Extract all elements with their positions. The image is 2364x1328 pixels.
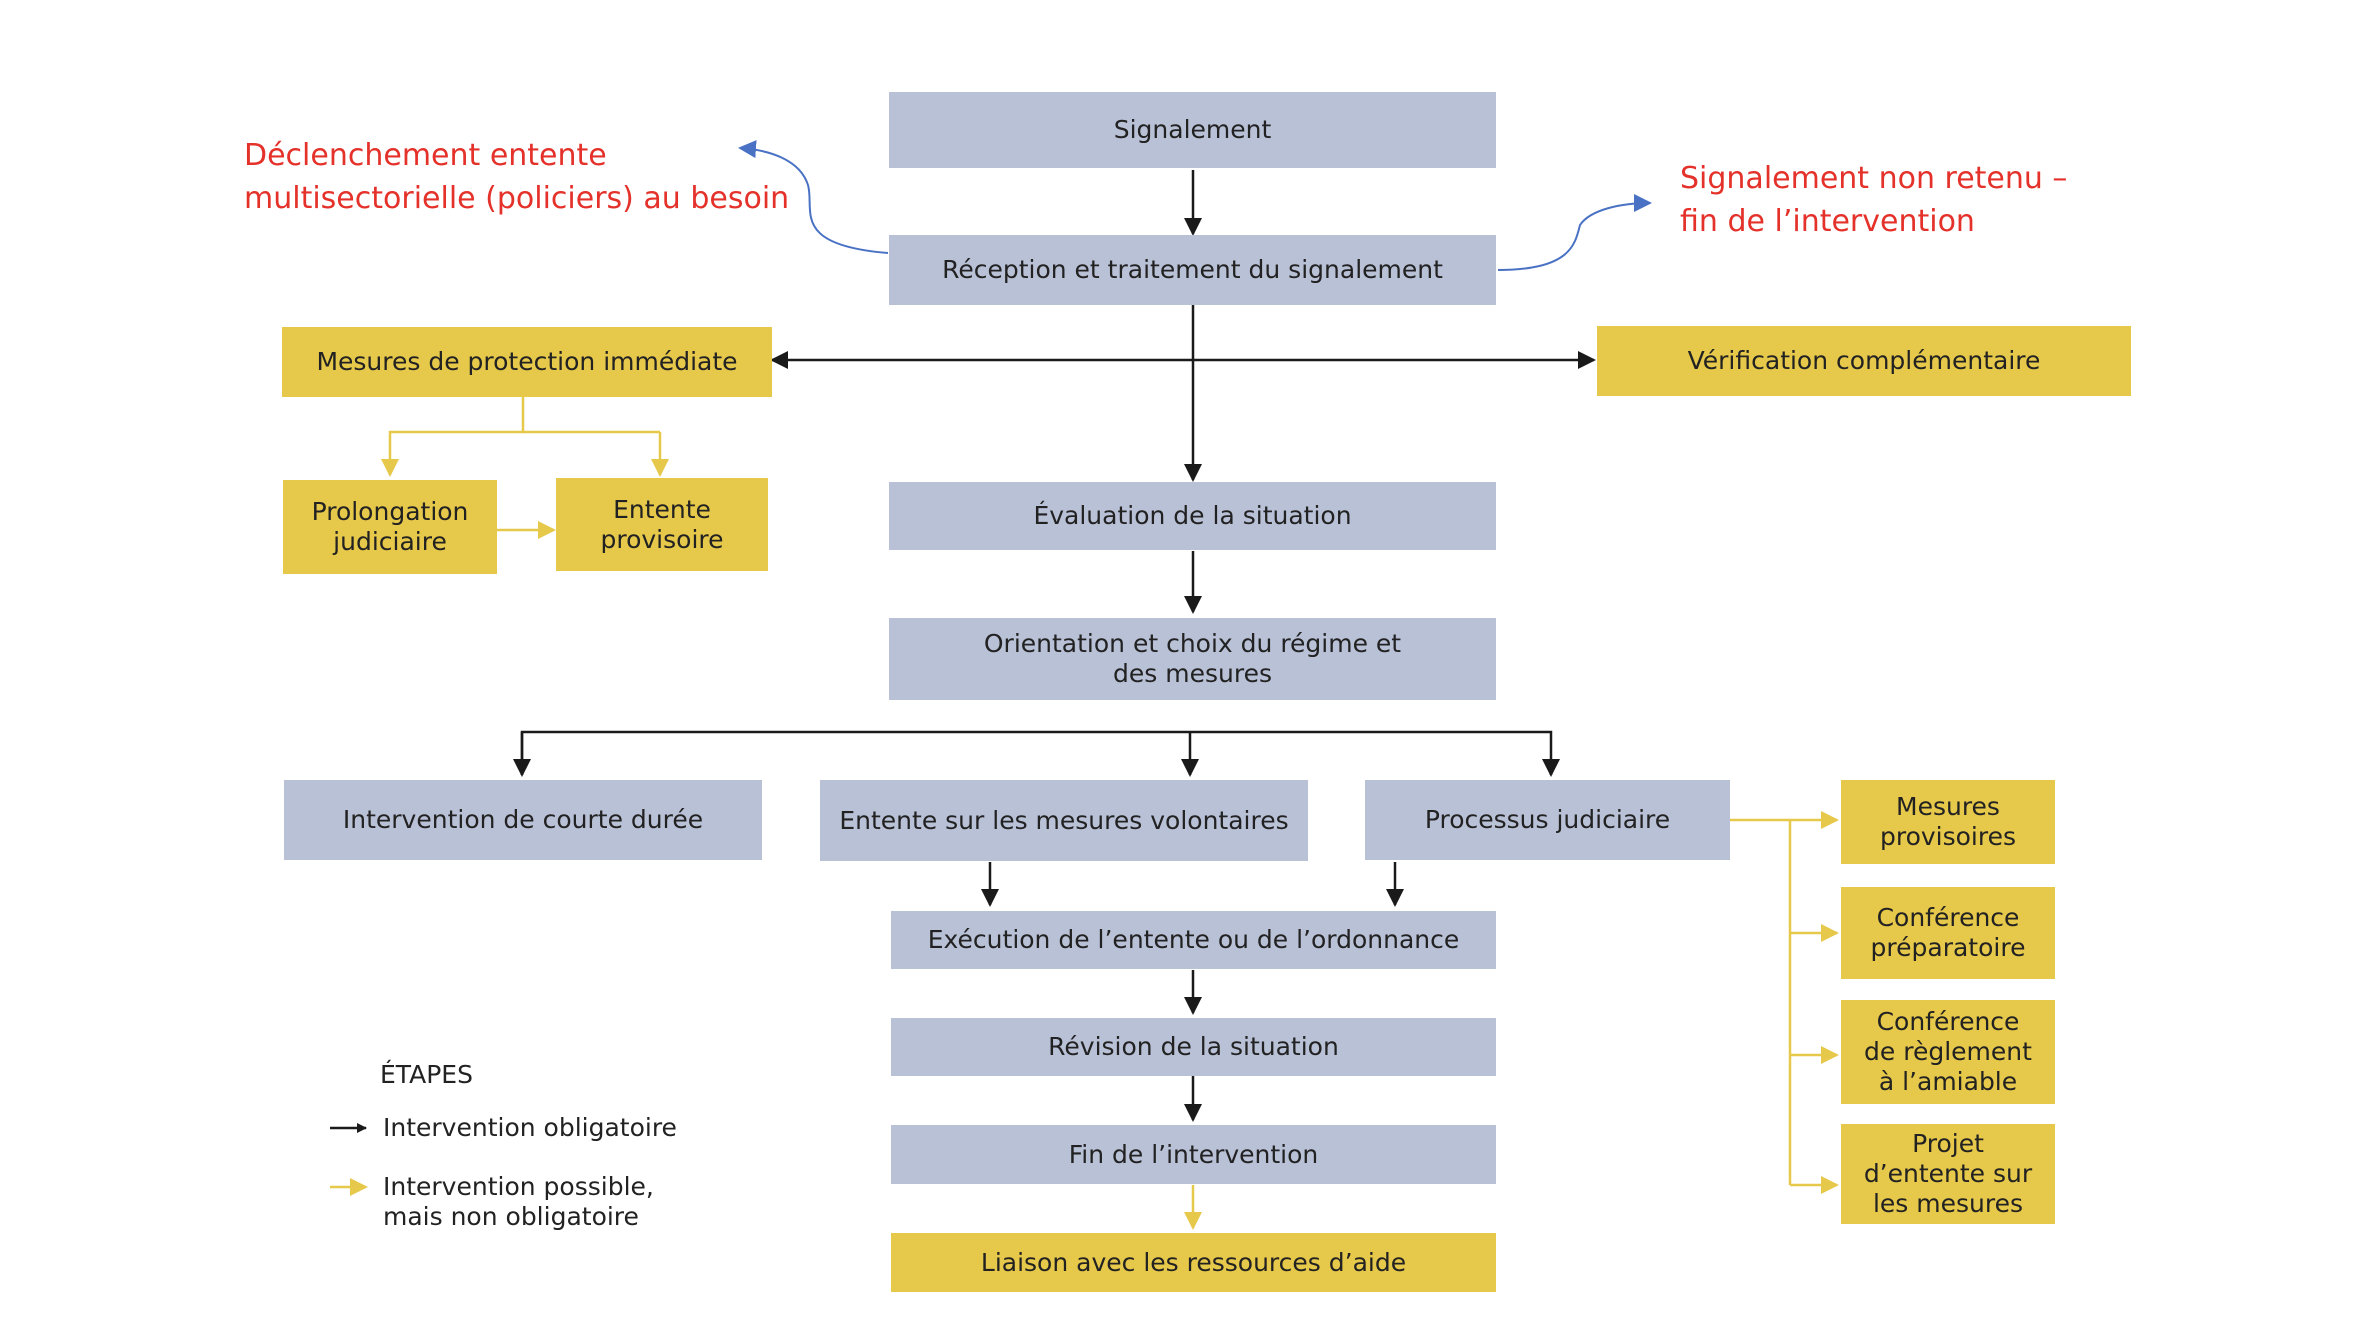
box-courte-duree: Intervention de courte durée [284, 780, 762, 860]
box-projet-entente: Projet d’entente sur les mesures [1841, 1124, 2055, 1224]
box-conference-reglement: Conférence de règlement à l’amiable [1841, 1000, 2055, 1104]
legend-optional-label: Intervention possible, mais non obligato… [383, 1172, 654, 1231]
box-mesures-provisoires: Mesures provisoires [1841, 780, 2055, 864]
box-liaison: Liaison avec les ressources d’aide [891, 1233, 1496, 1292]
box-processus-judiciaire: Processus judiciaire [1365, 780, 1730, 860]
mandatory-arrows [513, 170, 1596, 1122]
box-revision: Révision de la situation [891, 1018, 1496, 1076]
box-entente-volontaires: Entente sur les mesures volontaires [820, 780, 1308, 861]
box-conference-preparatoire: Conférence préparatoire [1841, 887, 2055, 979]
box-fin: Fin de l’intervention [891, 1125, 1496, 1184]
box-evaluation: Évaluation de la situation [889, 482, 1496, 550]
box-entente-provisoire: Entente provisoire [556, 478, 768, 571]
box-orientation: Orientation et choix du régime et des me… [889, 618, 1496, 700]
box-mesures-protection: Mesures de protection immédiate [282, 327, 772, 397]
legend-title: ÉTAPES [380, 1060, 473, 1089]
box-prolongation: Prolongation judiciaire [283, 480, 497, 574]
optional-arrows [381, 397, 1839, 1230]
box-verification: Vérification complémentaire [1597, 326, 2131, 396]
box-signalement: Signalement [889, 92, 1496, 168]
note-arrows [738, 140, 1652, 271]
legend-mandatory-label: Intervention obligatoire [383, 1113, 677, 1142]
note-signalement-non-retenu: Signalement non retenu – fin de l’interv… [1680, 161, 2068, 239]
box-reception: Réception et traitement du signalement [889, 235, 1496, 305]
box-execution: Exécution de l’entente ou de l’ordonnanc… [891, 911, 1496, 969]
note-entente-multisectorielle: Déclenchement entente multisectorielle (… [244, 138, 790, 216]
